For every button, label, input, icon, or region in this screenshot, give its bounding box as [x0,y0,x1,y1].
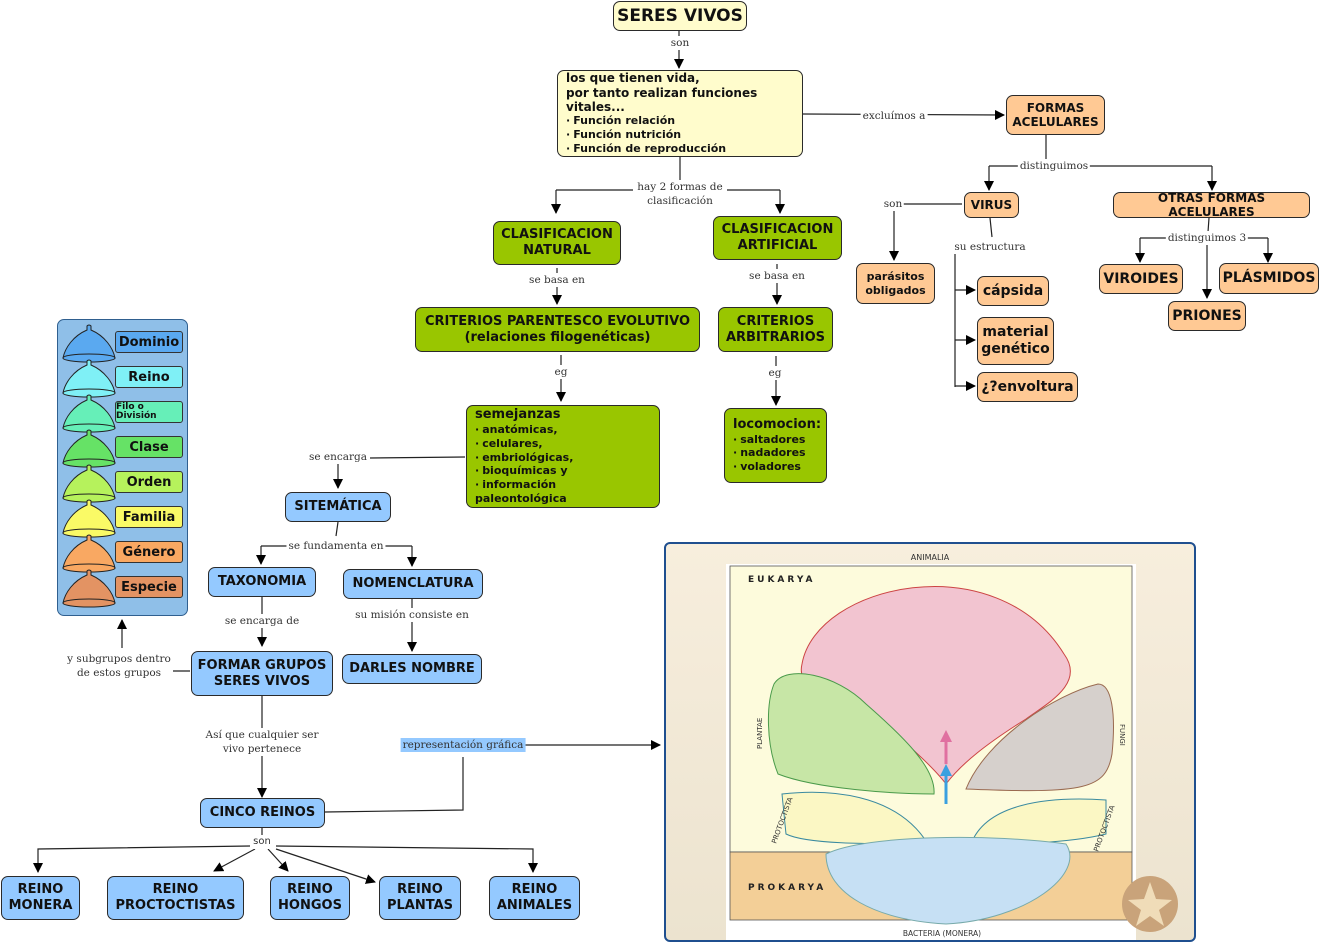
link-label-subgrupos: y subgrupos dentro de estos grupos [65,652,173,681]
semejanza-item: embriológicas, [475,451,651,465]
label-prokarya: PROKARYA [748,883,826,893]
taxonomy-bell-icon [62,394,116,433]
node-criterios-parentesco[interactable]: CRITERIOS PARENTESCO EVOLUTIVO (relacion… [415,307,700,352]
link-label-representacion-grafica: representación gráfica [400,738,526,753]
node-clasificacion-natural[interactable]: CLASIFICACION NATURAL [493,221,621,265]
link-label-eg-semejanzas: eg [552,365,570,380]
link-label-eg-locomocion: eg [766,366,784,381]
taxonomy-rank: Clase [115,436,183,458]
node-darles-nombre[interactable]: DARLES NOMBRE [342,654,482,684]
locomocion-item: voladores [733,460,806,474]
node-sistematica[interactable]: SITEMÁTICA [285,492,391,522]
five-kingdoms-illustration: ANIMALIA EUKARYA PLANTAE FUNGI PROTOCTIS… [664,542,1196,942]
taxonomy-bell-icon [62,499,116,538]
taxonomy-rank: Orden [115,471,183,493]
funcion-item: Función de reproducción [566,142,726,156]
node-reino-animales[interactable]: REINO ANIMALES [489,876,580,920]
node-otras-formas-acelulares[interactable]: OTRAS FORMAS ACELULARES [1113,191,1310,219]
link-label-se-fundamenta: se fundamenta en [286,539,386,554]
node-reino-proctoctistas[interactable]: REINO PROCTOCTISTAS [107,876,244,920]
node-semejanzas[interactable]: semejanzas anatómicas, celulares, embrio… [466,405,660,508]
label-eukarya: EUKARYA [748,575,815,585]
node-nomenclatura[interactable]: NOMENCLATURA [343,569,483,599]
label-animalia: ANIMALIA [911,553,950,562]
label-bacteria: BACTERIA (MONERA) [903,929,981,938]
node-criterios-arbitrarios[interactable]: CRITERIOS ARBITRARIOS [718,307,833,352]
funcion-item: Función relación [566,114,726,128]
funcion-item: Función nutrición [566,128,726,142]
node-capsida[interactable]: cápsida [977,276,1049,306]
taxonomy-bell-icon [62,324,116,363]
taxonomy-rank: Dominio [115,331,183,353]
node-seres-vivos[interactable]: SERES VIVOS [613,1,747,31]
node-envoltura[interactable]: ¿?envoltura [977,372,1078,402]
node-clasificacion-artificial[interactable]: CLASIFICACION ARTIFICIAL [713,216,842,260]
locomocion-item: nadadores [733,446,805,460]
node-reino-hongos[interactable]: REINO HONGOS [270,876,350,920]
link-label-excluimos: excluímos a [860,109,928,124]
link-label-asi-que: Así que cualquier ser vivo pertenece [195,728,329,757]
link-label-distinguimos: distinguimos [1017,159,1091,174]
link-label-son: son [668,36,692,51]
semejanzas-title: semejanzas [475,407,561,423]
node-formas-acelulares[interactable]: FORMAS ACELULARES [1006,95,1105,135]
locomocion-item: saltadores [733,433,806,447]
locomocion-title: locomocion: [733,417,822,433]
node-reino-monera[interactable]: REINO MONERA [1,876,80,920]
link-label-hay-2-formas: hay 2 formas de clasificación [633,180,727,209]
node-formar-grupos[interactable]: FORMAR GRUPOS SERES VIVOS [191,651,333,696]
taxonomy-bell-icon [62,359,116,398]
semejanza-item: celulares, [475,437,651,451]
taxonomy-rank: Familia [115,506,183,528]
label-plantae: PLANTAE [756,718,764,749]
node-virus[interactable]: VIRUS [964,192,1019,218]
taxonomy-bell-icon [62,569,116,608]
link-label-se-basa-artificial: se basa en [747,269,807,284]
link-label-se-basa-natural: se basa en [527,273,587,288]
semejanza-item: información paleontológica [475,478,651,506]
node-definicion[interactable]: los que tienen vida, por tanto realizan … [557,70,803,157]
definicion-line-2: por tanto realizan funciones vitales... [566,85,758,115]
semejanza-item: anatómicas, [475,423,651,437]
definicion-line-1: los que tienen vida, [566,71,700,86]
node-locomocion[interactable]: locomocion: saltadores nadadores volador… [724,408,827,483]
taxonomy-rank: Reino [115,366,183,388]
node-reino-plantas[interactable]: REINO PLANTAS [379,876,461,920]
node-plasmidos[interactable]: PLÁSMIDOS [1219,263,1319,294]
link-label-distinguimos-3: distinguimos 3 [1165,231,1249,246]
node-taxonomia[interactable]: TAXONOMIA [208,567,316,597]
semejanza-item: bioquímicas y [475,464,651,478]
node-cinco-reinos[interactable]: CINCO REINOS [200,798,325,828]
link-label-se-encarga: se encarga [306,450,370,465]
node-parasitos-obligados[interactable]: parásitos obligados [856,263,935,304]
link-label-son-reinos: son [251,835,273,849]
taxonomy-bell-icon [62,464,116,503]
taxonomy-rank: Filo o División [115,401,183,423]
label-fungi: FUNGI [1118,724,1126,746]
taxonomy-rank: Género [115,541,183,563]
taxonomy-bell-icon [62,429,116,468]
taxonomy-rank: Especie [115,576,183,598]
taxonomy-bell-icon [62,534,116,573]
link-label-son-virus: son [881,197,905,212]
link-label-su-mision: su misión consiste en [353,608,471,623]
node-viroides[interactable]: VIROIDES [1099,264,1183,294]
link-label-se-encarga-de: se encarga de [222,614,302,629]
node-priones[interactable]: PRIONES [1168,301,1246,331]
link-label-su-estructura: su estructura [952,240,1028,255]
node-material-genetico[interactable]: material genético [977,317,1054,365]
